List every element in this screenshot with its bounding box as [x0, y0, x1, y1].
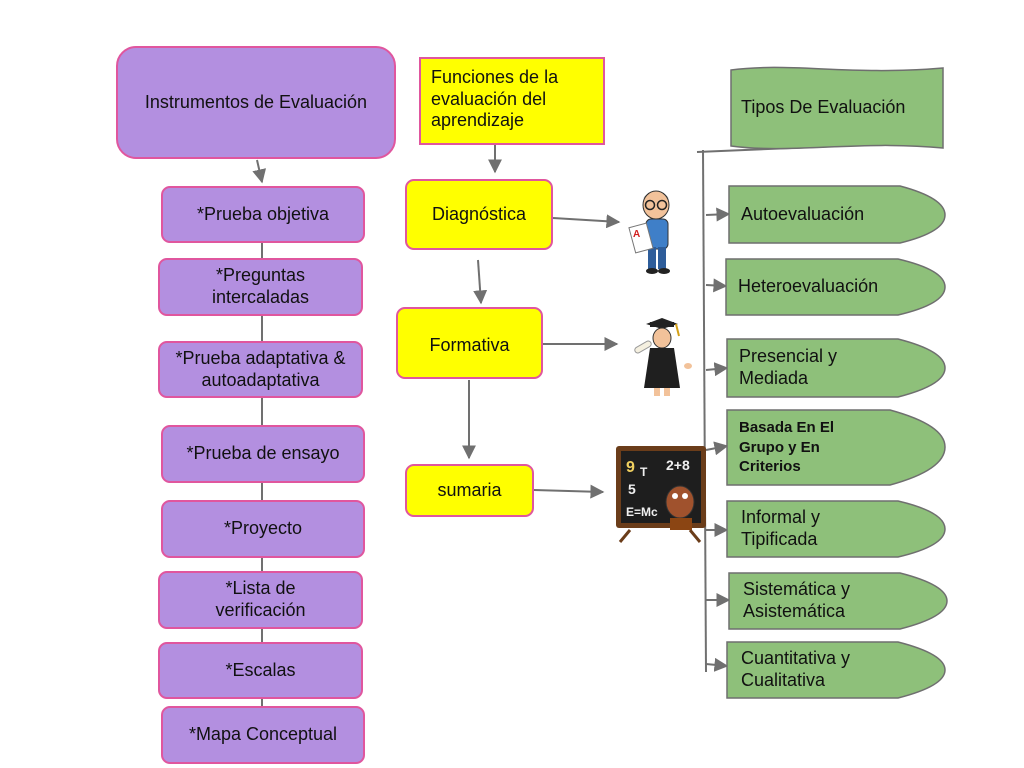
arrow-diagnostica-to-pic — [552, 214, 621, 229]
instrument-label: *Prueba adaptativa & autoadaptativa — [175, 347, 346, 390]
funcion-label: Diagnóstica — [431, 203, 527, 224]
funcion-diagnostica: Diagnóstica — [405, 179, 553, 250]
right-bracket-vertical — [702, 149, 707, 673]
tipo-label: Informal y Tipificada — [741, 507, 821, 549]
instrument-label: *Escalas — [225, 659, 296, 680]
arrow-to-cuantitativa — [705, 657, 729, 672]
shape-heteroevaluacion — [725, 258, 946, 316]
chalkboard-math-icon: 9 T 2+8 5 E=Mc — [616, 446, 706, 543]
shape-autoevaluacion — [728, 185, 946, 244]
svg-text:E=Mc: E=Mc — [626, 505, 658, 519]
instrument-label: *Preguntas intercaladas — [211, 265, 310, 307]
tipo-heteroevaluacion: Heteroevaluación — [726, 259, 926, 315]
shape-basada — [726, 409, 946, 486]
arrow-sumaria-to-pic — [533, 484, 605, 499]
graduate-with-diploma-icon — [634, 318, 692, 396]
shape-cuantitativa — [726, 641, 946, 699]
instrument-label: *Mapa Conceptual — [188, 724, 338, 745]
instrument-label: *Prueba objetiva — [196, 203, 330, 224]
tipo-label: Presencial y Mediada — [739, 346, 838, 388]
tipo-label: Autoevaluación — [741, 203, 865, 224]
svg-text:T: T — [640, 465, 648, 479]
shape-sistematica — [728, 572, 948, 630]
tipo-sistematica: Sistemática y Asistemática — [729, 573, 879, 629]
funcion-sumaria: sumaria — [405, 464, 534, 517]
tipo-informal-tipificada: Informal y Tipificada — [727, 501, 857, 557]
tipo-label: Heteroevaluación — [738, 276, 879, 297]
tipo-label: Basada En El Grupo y En Criterios — [739, 419, 835, 476]
instrument-proyecto: *Proyecto — [161, 500, 365, 558]
funcion-label: sumaria — [437, 479, 502, 500]
arrow-to-basada — [705, 441, 729, 456]
arrow-to-heteroevaluacion — [705, 278, 728, 293]
student-with-test-icon: A — [628, 190, 670, 274]
arrow-to-presencial — [705, 362, 729, 377]
funcion-label: Formativa — [429, 335, 510, 355]
instrumentos-header-label: Instrumentos de Evaluación — [144, 91, 368, 112]
arrow-diagnostica-to-formativa — [473, 259, 488, 305]
tipo-cuantitativa: Cuantitativa y Cualitativa — [727, 642, 877, 698]
funciones-header-label: Funciones de la evaluación del aprendiza… — [431, 67, 559, 131]
instrument-label: *Lista de verificación — [215, 578, 306, 620]
instrument-escalas: *Escalas — [158, 642, 363, 699]
instrument-mapa-conceptual: *Mapa Conceptual — [161, 706, 365, 764]
instrument-prueba-ensayo: *Prueba de ensayo — [161, 425, 365, 483]
shape-informal — [726, 500, 946, 558]
arrow-header-to-objetiva — [252, 159, 267, 184]
svg-text:9: 9 — [626, 459, 635, 476]
instrumentos-header: Instrumentos de Evaluación — [116, 46, 396, 159]
tipo-presencial-mediada: Presencial y Mediada — [727, 339, 867, 397]
instrument-prueba-adaptativa: *Prueba adaptativa & autoadaptativa — [158, 341, 363, 398]
shape-presencial — [726, 338, 946, 398]
tipo-label: Cuantitativa y Cualitativa — [741, 648, 851, 690]
funciones-header: Funciones de la evaluación del aprendiza… — [419, 57, 605, 145]
funcion-formativa: Formativa — [396, 307, 543, 379]
tipo-label: Sistemática y Asistemática — [743, 579, 851, 621]
arrow-to-autoevaluacion — [705, 207, 731, 222]
svg-text:5: 5 — [628, 481, 636, 497]
tipo-basada-grupo: Basada En El Grupo y En Criterios — [727, 410, 867, 485]
instrument-lista-verificacion: *Lista de verificación — [158, 571, 363, 629]
instrument-prueba-objetiva: *Prueba objetiva — [161, 186, 365, 243]
tipo-autoevaluacion: Autoevaluación — [729, 186, 929, 243]
tipos-header-label: Tipos De Evaluación — [741, 97, 906, 118]
svg-text:2+8: 2+8 — [666, 457, 690, 473]
tipos-header: Tipos De Evaluación — [731, 82, 943, 134]
instrument-label: *Proyecto — [223, 518, 303, 539]
svg-text:A: A — [633, 229, 640, 240]
instrument-preguntas-intercaladas: *Preguntas intercaladas — [158, 258, 363, 316]
instrument-label: *Prueba de ensayo — [186, 443, 340, 464]
tipos-header-shape — [730, 66, 944, 150]
